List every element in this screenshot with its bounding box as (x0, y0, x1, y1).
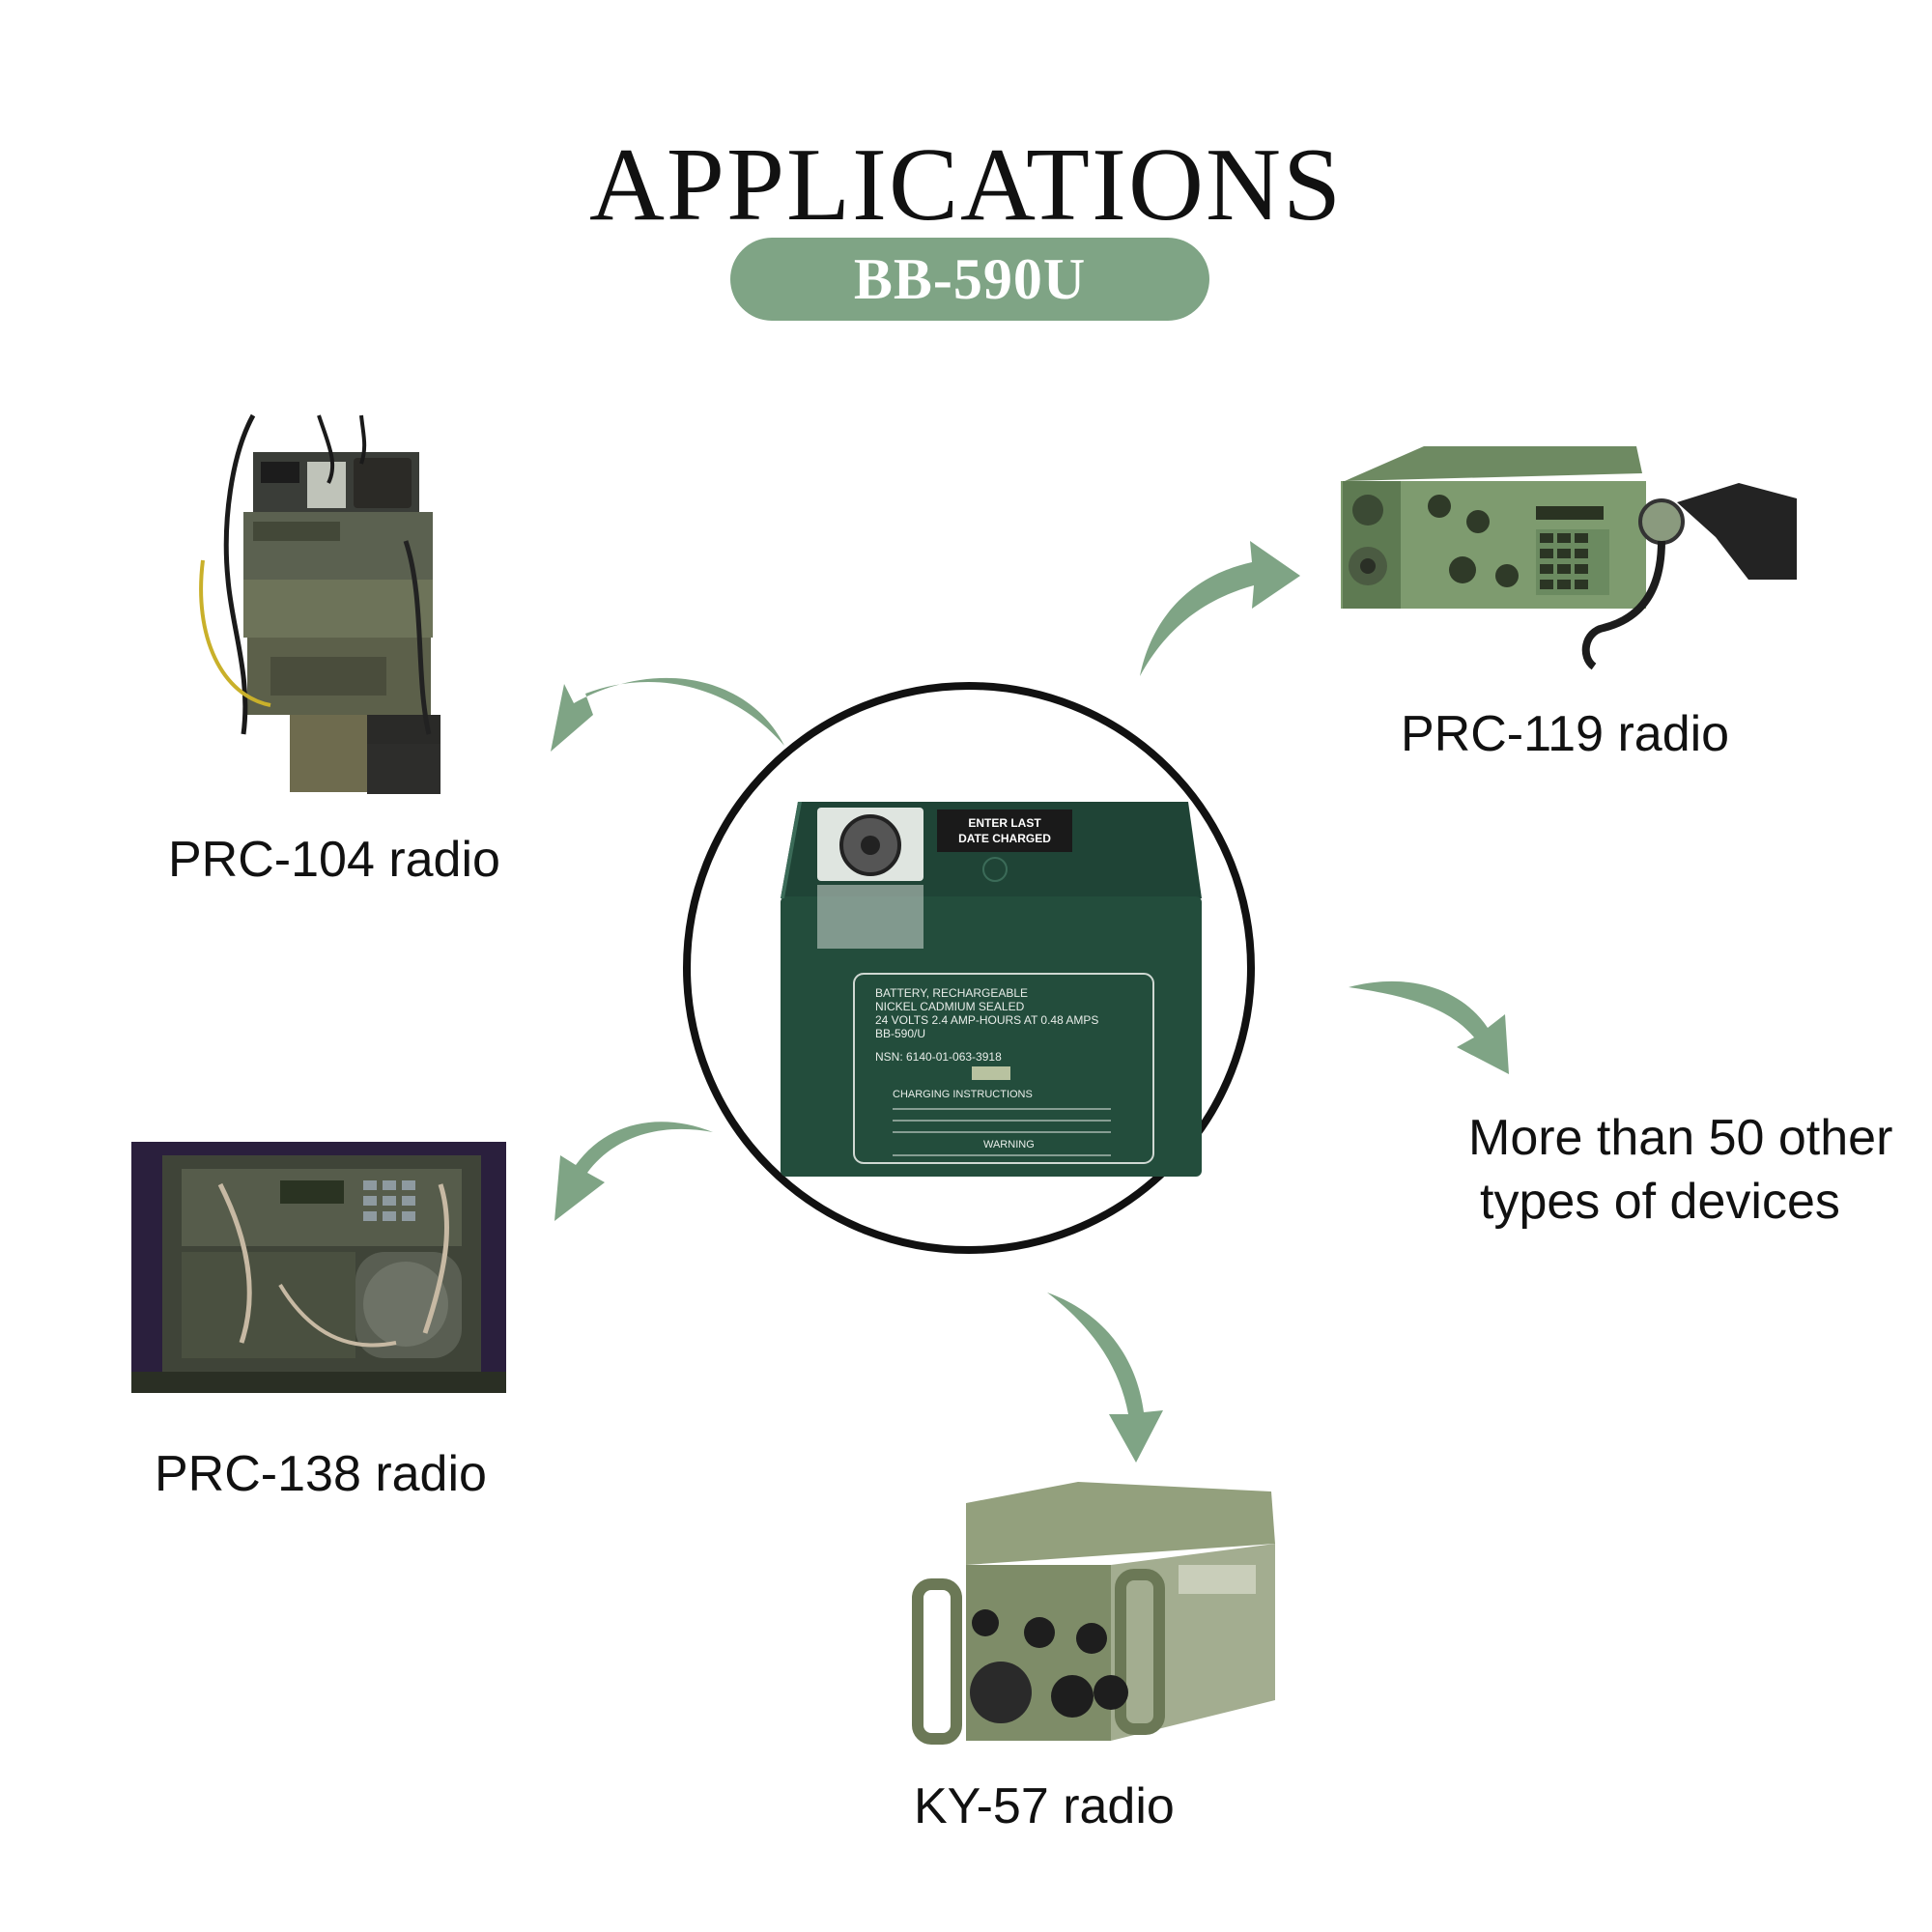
svg-text:DATE CHARGED: DATE CHARGED (958, 832, 1051, 845)
battery-body (781, 896, 1202, 1177)
spec-line-4: BB-590/U (875, 1027, 925, 1040)
spec-panel (853, 973, 1154, 1164)
ky57-image (912, 1482, 1275, 1745)
label-other-line2: types of devices (1480, 1174, 1840, 1230)
prc104-image (199, 413, 440, 794)
nsn-text: NSN: 6140-01-063-3918 (875, 1050, 1002, 1064)
prc138-image (131, 1142, 506, 1393)
center-circle (683, 682, 1255, 1254)
label-ky57: KY-57 radio (914, 1778, 1175, 1834)
model-badge: BB-590U (730, 238, 1209, 321)
label-prc104: PRC-104 radio (168, 832, 500, 888)
arrow-ky57-icon (1047, 1293, 1163, 1463)
label-other-line1: More than 50 other (1468, 1110, 1893, 1166)
arrow-prc104-icon (551, 677, 784, 752)
spec-line-2: NICKEL CADMIUM SEALED (875, 1000, 1025, 1013)
nsn-sticker (972, 1066, 1010, 1080)
arrows (551, 541, 1509, 1463)
spec-line-1: BATTERY, RECHARGEABLE (875, 986, 1028, 1000)
prc119-image (1341, 446, 1797, 670)
arrow-other-icon (1349, 980, 1509, 1074)
warning-title: WARNING (983, 1139, 1035, 1151)
label-prc138: PRC-138 radio (155, 1446, 487, 1502)
spec-line-3: 24 VOLTS 2.4 AMP-HOURS AT 0.48 AMPS (875, 1013, 1098, 1027)
battery-illustration: ENTER LAST DATE CHARGED BATTERY, RECHARG… (781, 802, 1202, 1177)
arrow-prc119-icon (1140, 541, 1300, 676)
page-title: APPLICATIONS (588, 128, 1344, 242)
wiring-diagram (817, 885, 923, 949)
date-label-plate (937, 810, 1072, 852)
arrow-prc138-icon (554, 1122, 713, 1221)
label-prc119: PRC-119 radio (1401, 706, 1730, 762)
date-label-text: ENTER LAST (968, 816, 1041, 830)
charging-title: CHARGING INSTRUCTIONS (893, 1089, 1033, 1100)
